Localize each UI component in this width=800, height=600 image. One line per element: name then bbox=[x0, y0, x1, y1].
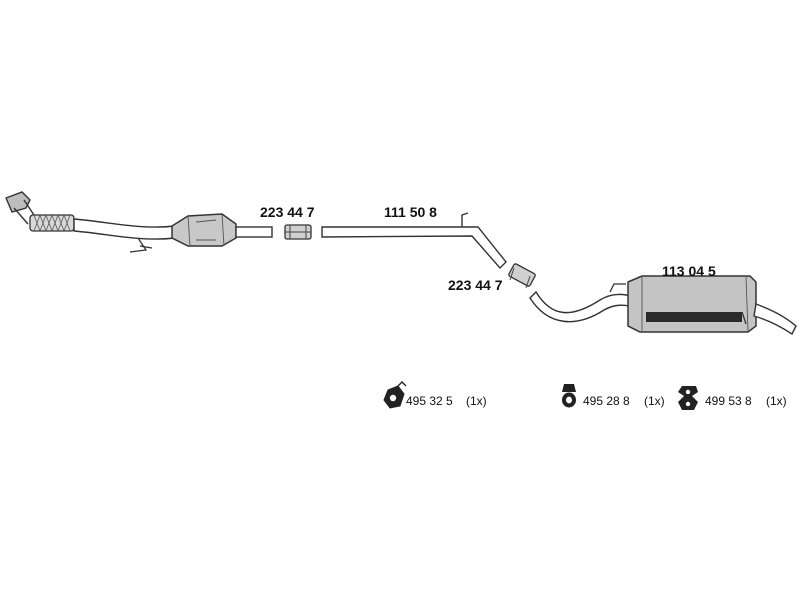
rear-silencer-tailpipe bbox=[753, 303, 797, 336]
rear-silencer-box bbox=[627, 275, 757, 333]
front-pipe-flange bbox=[5, 191, 31, 213]
front-pipe-with-catalytic-converter bbox=[5, 191, 273, 253]
hardware-qty: (1x) bbox=[766, 394, 787, 408]
rear-silencer bbox=[529, 275, 797, 336]
catalytic-converter bbox=[171, 213, 237, 247]
front-clamp bbox=[284, 224, 312, 240]
hardware-item-3: 499 53 8 (1x) bbox=[678, 386, 787, 410]
hardware-item-1: 495 32 5 (1x) bbox=[383, 381, 487, 409]
rear-silencer-rear-hanger bbox=[741, 311, 747, 325]
rear-clamp-label: 223 44 7 bbox=[448, 277, 503, 293]
hardware-number: 495 32 5 bbox=[406, 394, 453, 408]
rear-silencer-band bbox=[646, 312, 742, 322]
hanger-ring-icon bbox=[562, 384, 576, 408]
hardware-qty: (1x) bbox=[644, 394, 665, 408]
middle-pipe-tube bbox=[321, 226, 507, 270]
rear-silencer-label: 113 04 5 bbox=[662, 263, 716, 279]
rear-silencer-seam bbox=[641, 275, 749, 333]
rear-silencer-inlet-pipe bbox=[529, 290, 643, 323]
cat-inlet-pipe bbox=[73, 218, 176, 240]
middle-pipe-hanger bbox=[461, 212, 469, 227]
rubber-mount-icon bbox=[678, 386, 698, 410]
rubber-hanger-icon bbox=[383, 381, 407, 409]
hardware-item-2: 495 28 8 (1x) bbox=[562, 384, 665, 408]
rear-clamp-bolts bbox=[509, 267, 531, 289]
rear-clamp-body bbox=[508, 263, 536, 287]
cat-outlet-pipe bbox=[235, 226, 273, 238]
rear-clamp bbox=[508, 263, 536, 289]
catalytic-converter-detail bbox=[187, 213, 225, 247]
bracket bbox=[129, 237, 153, 253]
hardware-number: 495 28 8 bbox=[583, 394, 630, 408]
flex-section-pattern bbox=[33, 214, 71, 232]
hardware-number: 499 53 8 bbox=[705, 394, 752, 408]
front-clamp-label: 223 44 7 bbox=[260, 204, 315, 220]
rear-silencer-hanger bbox=[609, 283, 626, 293]
middle-pipe bbox=[321, 212, 507, 270]
middle-pipe-label: 111 50 8 bbox=[384, 204, 437, 220]
hardware-qty: (1x) bbox=[466, 394, 487, 408]
front-clamp-bolts bbox=[285, 225, 311, 239]
